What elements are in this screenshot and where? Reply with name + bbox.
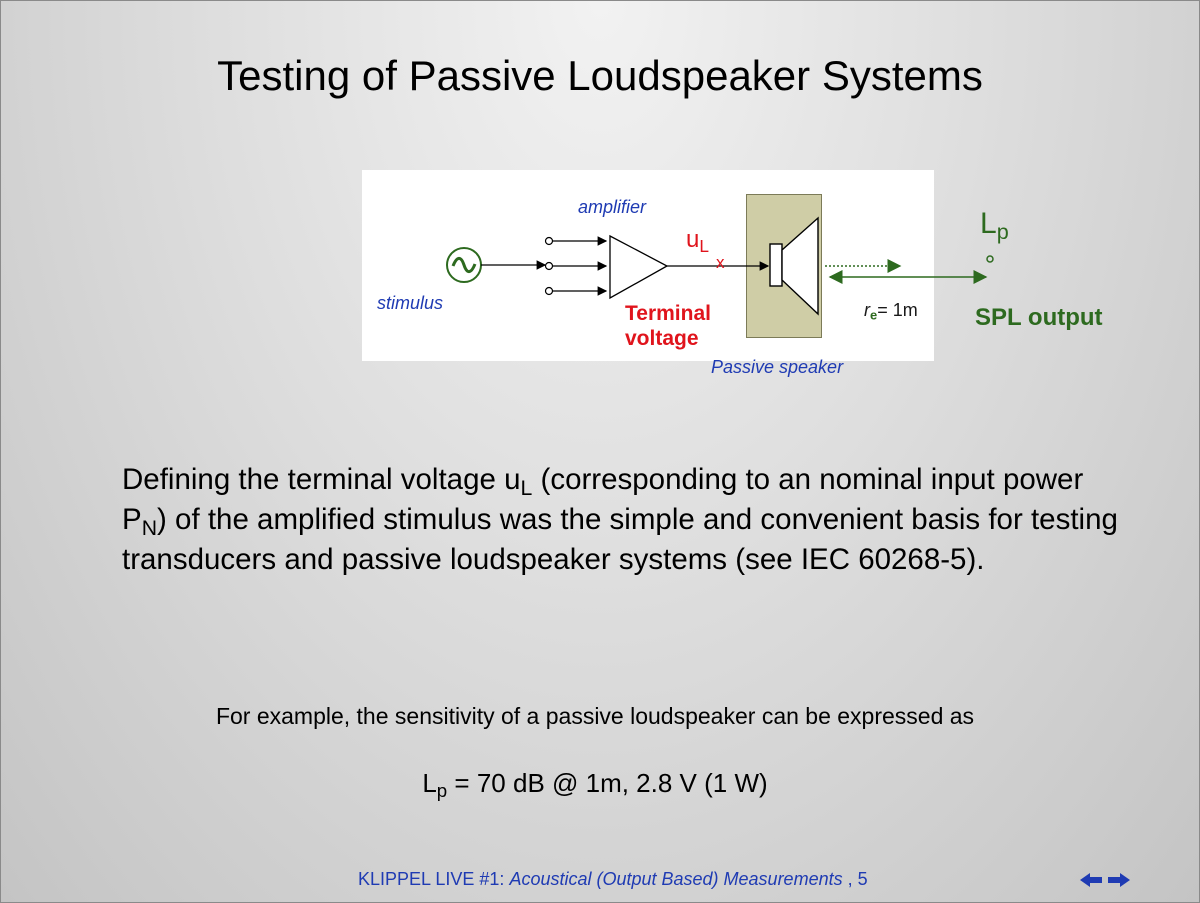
body-paragraph: Defining the terminal voltage uL (corres… [122,463,1118,576]
amplifier-label: amplifier [578,197,647,217]
measurement-marker: x [716,253,725,272]
sensitivity-formula: Lp = 70 dB @ 1m, 2.8 V (1 W) [422,768,768,802]
spl-output-label: SPL output [975,304,1103,331]
passive-speaker-label: Passive speaker [711,357,844,377]
terminal-voltage-label: Terminal voltage [625,302,711,350]
arrow-left-icon[interactable] [1080,873,1102,887]
distance-label: re= 1m [864,300,918,323]
example-sentence: For example, the sensitivity of a passiv… [215,703,975,729]
voltage-symbol: uL [686,226,709,256]
measurement-point-icon [986,255,994,263]
lp-symbol: Lp [980,207,1009,245]
slide-title: Testing of Passive Loudspeaker Systems [217,52,983,99]
stimulus-source-icon [446,247,482,283]
loudspeaker-icon [769,216,819,316]
input-selector-icon [544,236,554,296]
footer-caption: KLIPPEL LIVE #1: Acoustical (Output Base… [358,869,868,889]
arrow-right-icon[interactable] [1108,873,1130,887]
stimulus-label: stimulus [377,293,444,313]
amplifier-icon [609,234,669,300]
